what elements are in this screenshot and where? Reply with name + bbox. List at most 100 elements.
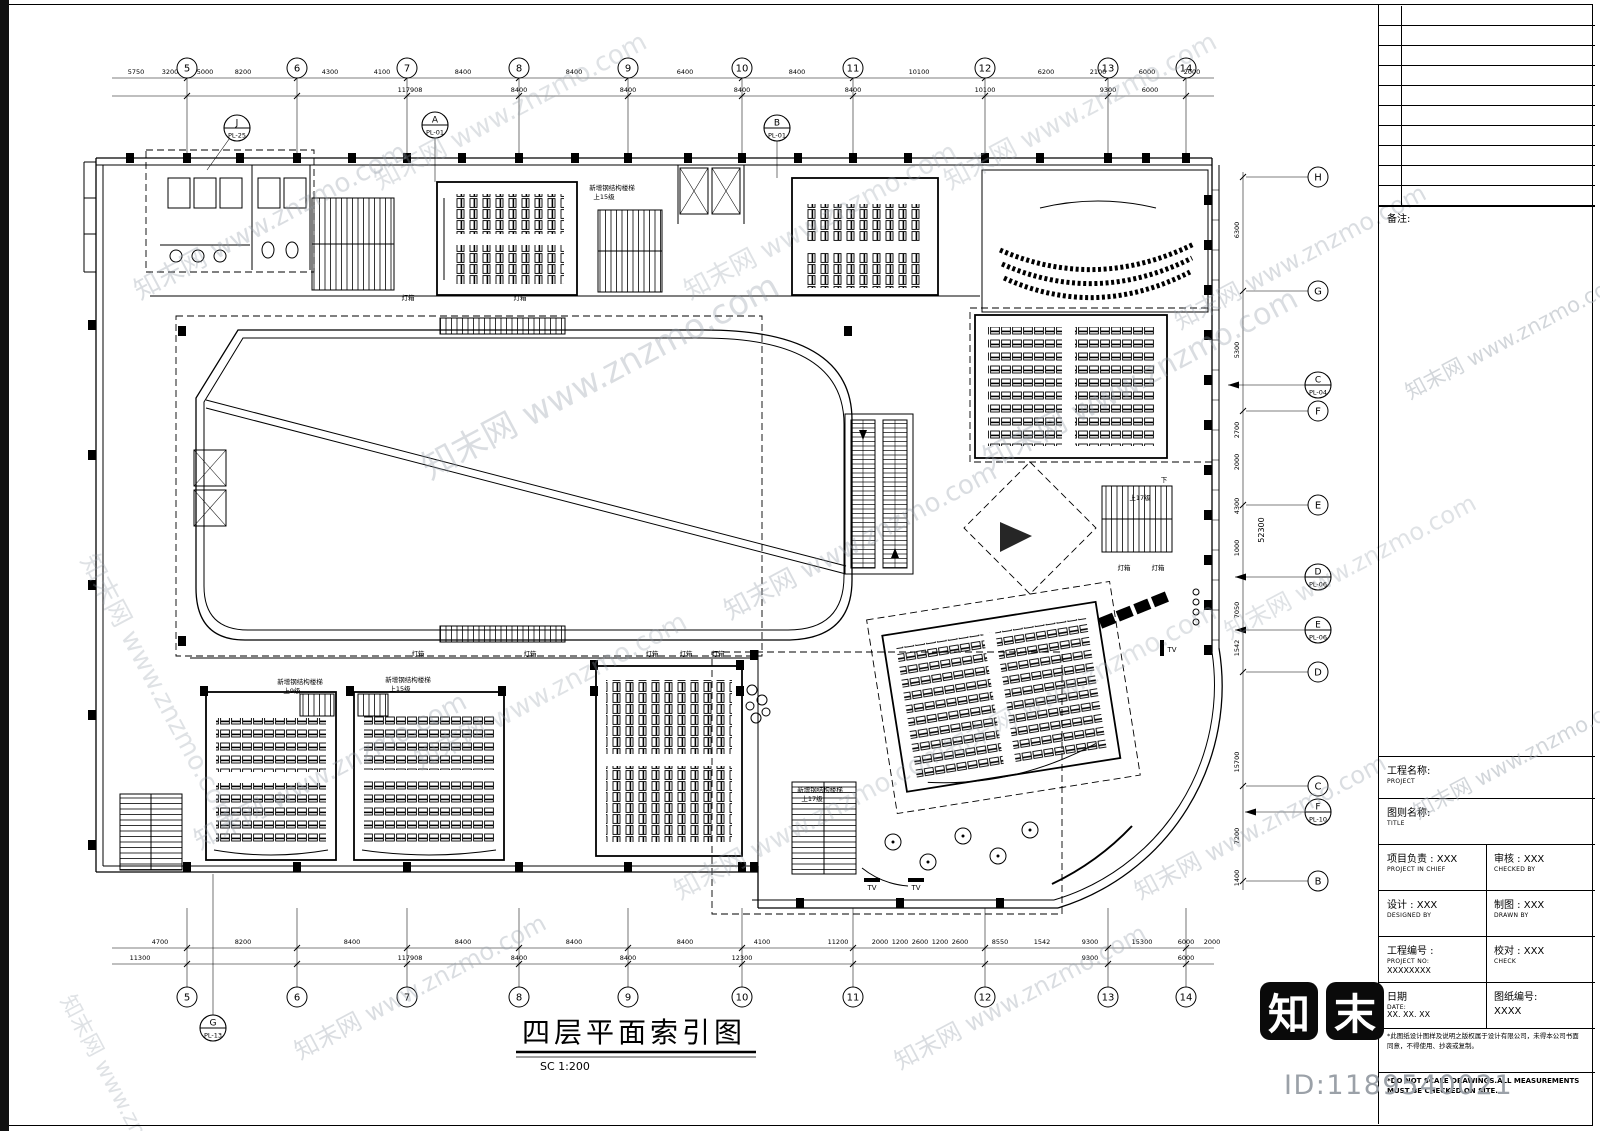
annotation-text: 灯箱 [524,649,538,658]
grid-bubble-label: 11 [847,64,860,75]
annotation-text: 上17级 [801,794,823,803]
column-marker [293,862,301,872]
column-marker [1204,330,1212,340]
dimension-text: 1200 [892,938,909,946]
column-marker [1204,555,1212,565]
dimension-text: 6000 [1139,68,1156,76]
restrooms [145,149,315,273]
grid-bubble-label: 9 [625,64,631,75]
column-marker [590,660,598,670]
escalators [844,413,914,575]
column-marker [750,650,758,660]
dimension-text: 11200 [828,938,849,946]
callout-arrow [1228,381,1239,389]
date-value: XX. XX. XX [1387,1010,1431,1019]
dimension-text: 8400 [620,86,637,94]
divider [1379,1072,1595,1073]
column-marker [571,153,579,163]
grid-bubble-label: 13 [1102,993,1115,1004]
dimension-text: 6400 [677,68,694,76]
watermark-text: 知末网 www.znzmo.com [55,991,198,1131]
column-marker [1204,240,1212,250]
dimension-text: 5750 [128,68,145,76]
grid-bubble [396,986,418,1008]
grid-bubble [1307,400,1329,422]
grid-bubble [508,986,530,1008]
annotation-text: 灯箱 [412,649,426,658]
dimension-text: 1542 [1233,640,1241,657]
annotation-text: 新增钢结构楼梯 [797,785,843,794]
sheet-name-en: TITLE [1387,820,1405,827]
dimension-text: 9300 [1082,954,1099,962]
column-marker [236,153,244,163]
column-marker [88,450,96,460]
column-marker [403,862,411,872]
date-label: 日期 [1387,992,1407,1003]
annotation-text: 灯箱 [712,649,726,658]
grid-bubble [1097,986,1119,1008]
annotation-text: 灯箱 [402,293,416,302]
column-marker [1204,645,1212,655]
stair-bottom-left [119,793,183,871]
asset-id-text: ID:1189540021 [1284,1070,1514,1101]
project-no-label: 工程编号 : [1387,946,1434,957]
check-en: CHECKED BY [1494,866,1536,873]
callout-sheet-ref: PL-13 [204,1032,222,1040]
dimension-text: 6300 [1233,222,1241,239]
divider [1379,1028,1595,1029]
annotation-text: 灯箱 [1118,563,1132,572]
annotation-text: 灯箱 [646,649,660,658]
dimension-text: 4100 [754,938,771,946]
hall-bottom-3 [595,665,743,857]
column-marker [200,686,208,696]
grid-bubble-label: 5 [184,993,190,1004]
grid-bubble [842,57,864,79]
grid-bubble-label: 8 [516,993,522,1004]
dimension-text: 4300 [322,68,339,76]
drawing-title: 四层平面索引图 [522,1016,746,1049]
grid-bubble-label: 7 [404,64,410,75]
logo-char-2: 末 [1326,982,1384,1040]
grid-bubble-label: C [1315,782,1322,793]
dimension-text: 1200 [932,938,949,946]
hall-right-large [974,314,1168,459]
dimension-text: 2600 [912,938,929,946]
callout-sheet-ref: PL-04 [1309,389,1327,397]
callout-letter: D [1315,568,1322,578]
grid-bubble [286,57,308,79]
grid-bubble [617,986,639,1008]
column-marker [796,898,804,908]
grid-bubble [1307,870,1329,892]
dimension-tick [1239,501,1247,509]
grid-bubble [1175,986,1197,1008]
hall-a [436,181,578,296]
annotation-text: 新增钢结构楼梯 [589,183,635,192]
revision-table [1379,6,1595,207]
column-marker [1204,375,1212,385]
grid-bubble [1097,57,1119,79]
grid-bubble-label: 14 [1180,64,1193,75]
callout-sheet-ref: PL-01 [768,132,786,140]
stair-bottom-mid [791,781,857,875]
lightbox-row [1098,591,1169,629]
hall-rotated [866,580,1141,815]
grid-bubble [176,57,198,79]
dimension-text: 6000 [1178,954,1195,962]
grid-bubble [396,57,418,79]
grid-bubble-label: 7 [404,993,410,1004]
annotation-text: 新增钢结构楼梯 [385,675,431,684]
grid-bubble-label: 10 [736,993,749,1004]
dr-title-group: 四层平面索引图 SC 1:200 [516,1016,756,1073]
divider [1379,798,1595,799]
dimension-text: 2700 [1233,422,1241,439]
annotation-text: 上15级 [593,192,615,201]
grid-bubble [176,986,198,1008]
stairs [119,197,1173,875]
dimension-tick [1239,287,1247,295]
divider [1379,936,1595,937]
column-marker [178,326,186,336]
remarks-label: 备注: [1387,214,1411,225]
dimension-text: 11300 [130,954,151,962]
